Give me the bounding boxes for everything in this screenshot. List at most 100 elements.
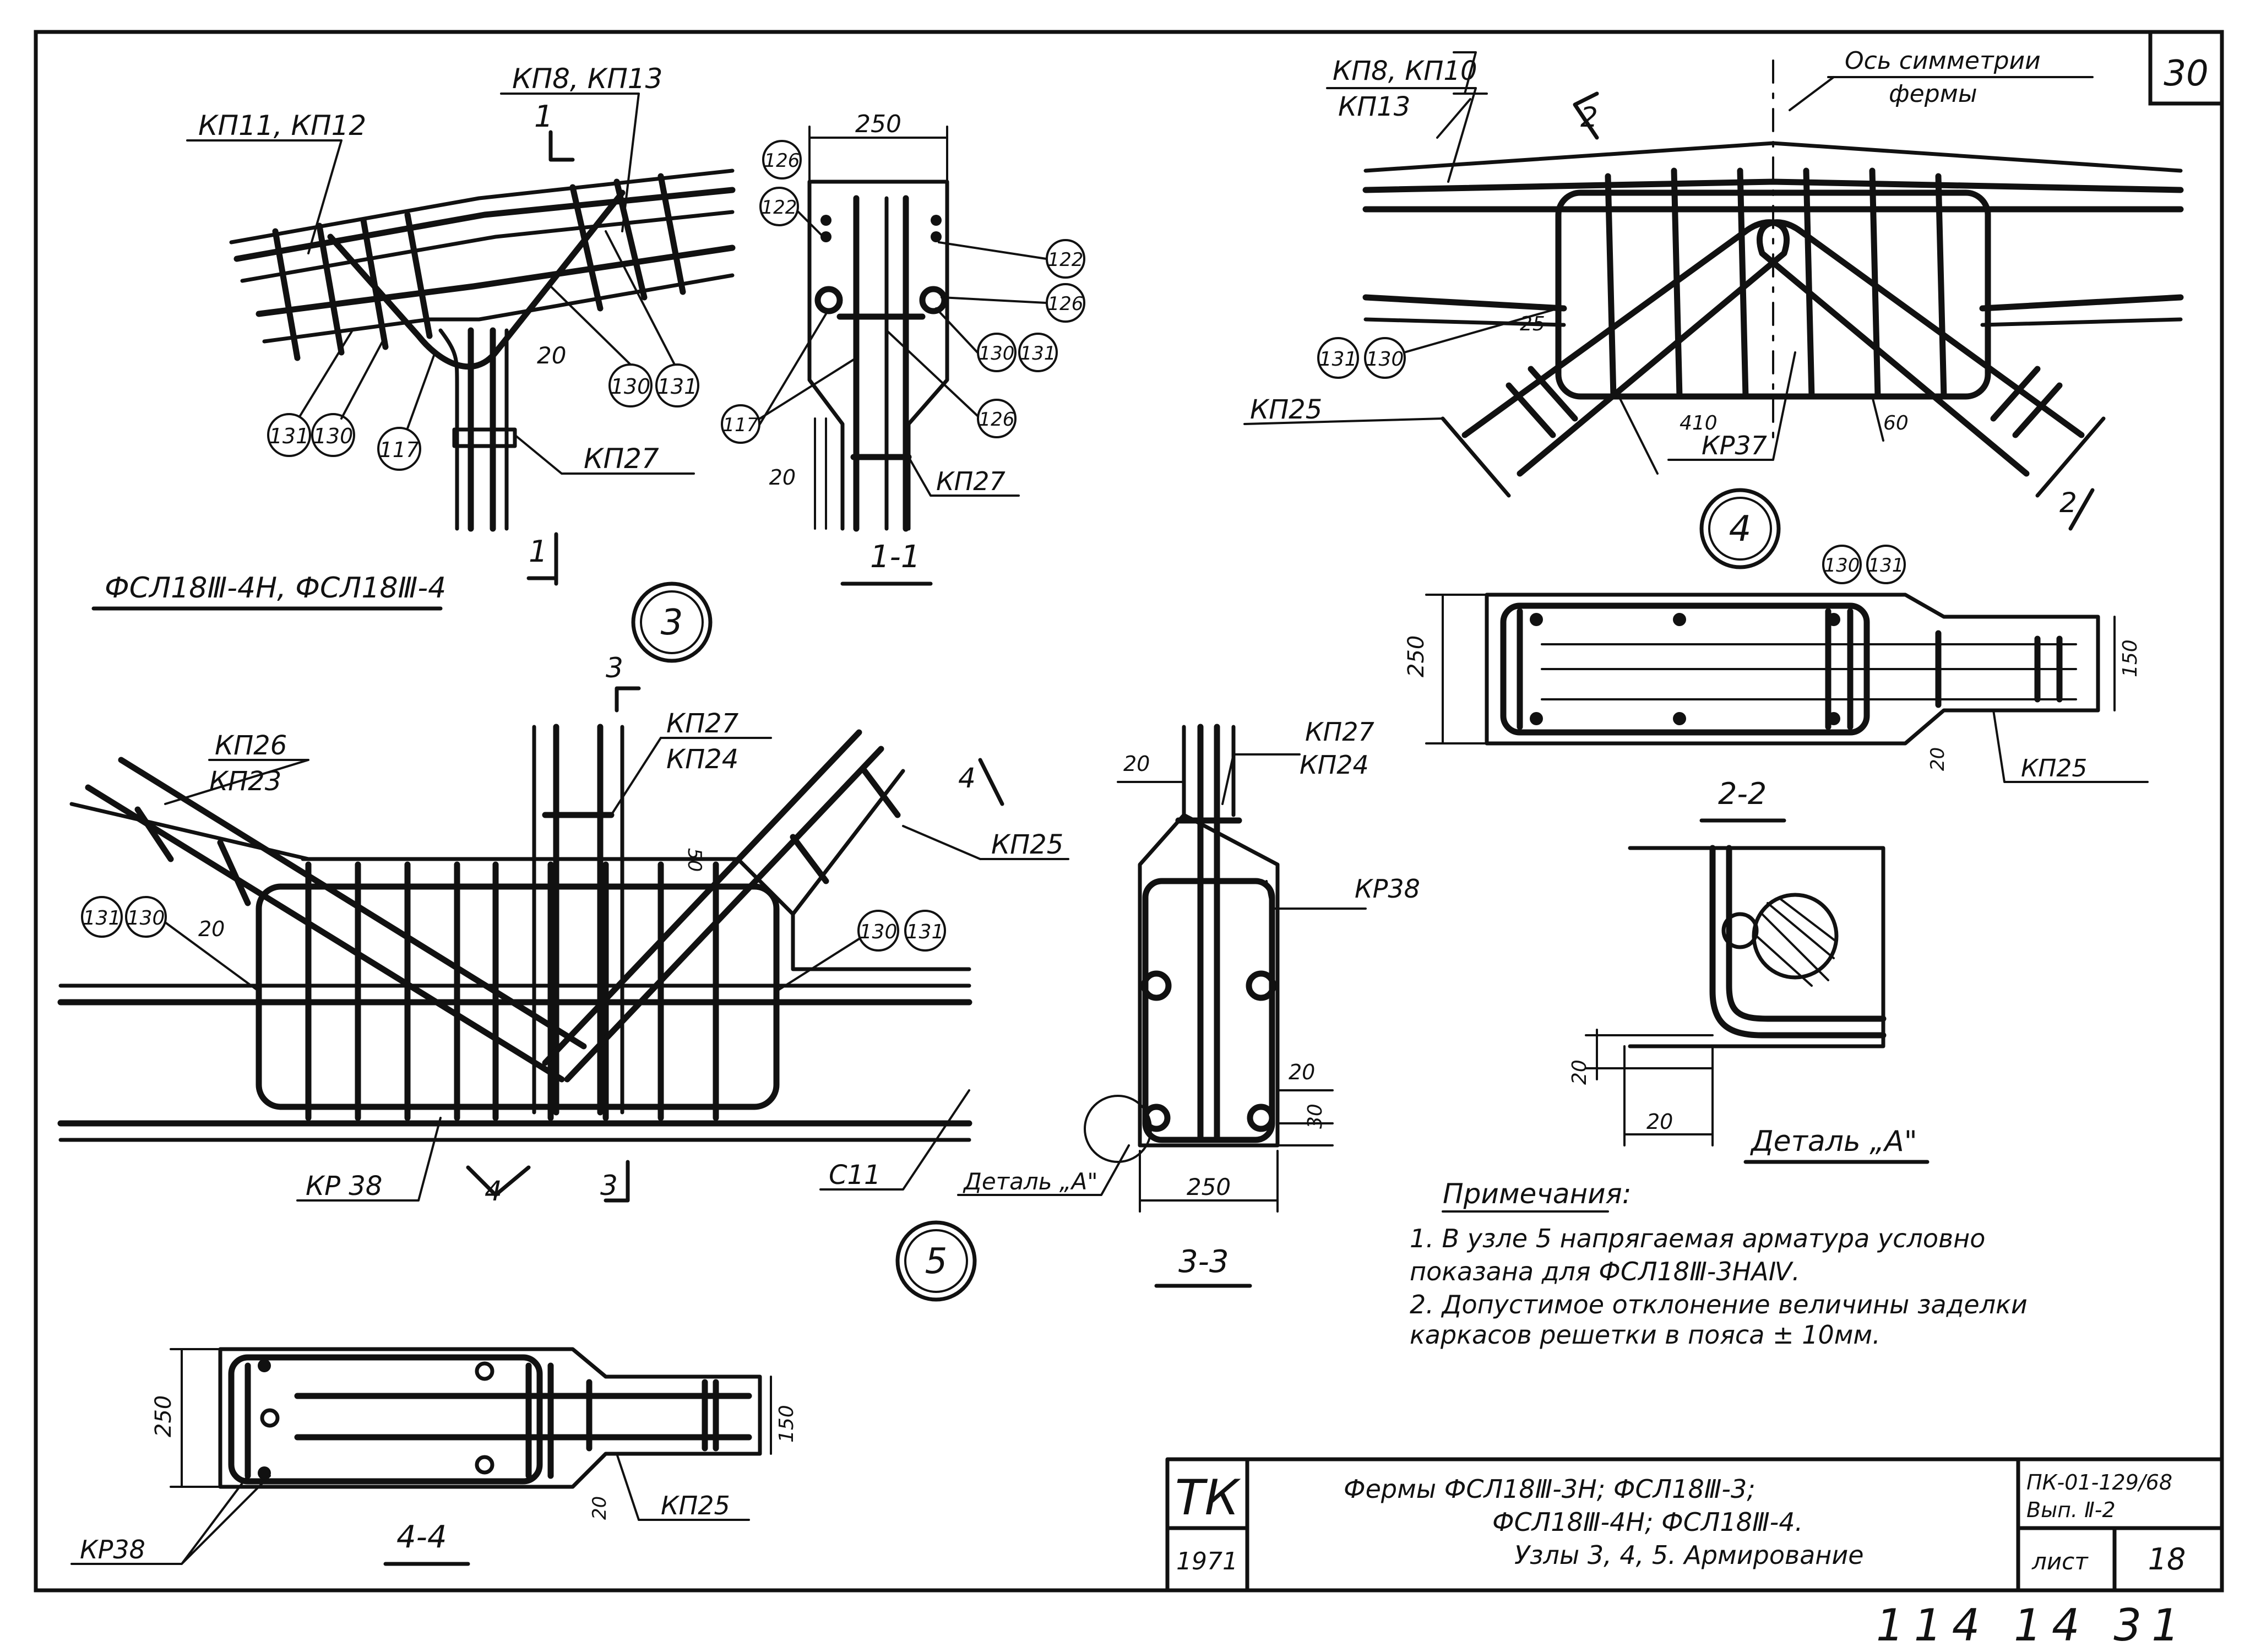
s33-dim-side20: 20 — [1289, 1060, 1315, 1084]
svg-text:5: 5 — [925, 1241, 948, 1282]
node4-label-axis2: фермы — [1889, 80, 1977, 108]
s33-kr38-cage — [1142, 878, 1275, 1143]
detA-dim-20b: 20 — [1646, 1110, 1673, 1134]
node5-diag-clamps — [134, 768, 901, 906]
s44-dot1 — [258, 1359, 271, 1372]
node5-section-mark-3-top: 3 — [606, 652, 623, 684]
node4-label-axis: Ось симметрии — [1845, 47, 2041, 75]
s44-outline — [218, 1347, 762, 1489]
detA-title: Деталь „А" — [1750, 1125, 1917, 1158]
s44-dot3 — [260, 1408, 280, 1428]
node5-leader-kp27 — [610, 737, 772, 816]
s33-bars — [1197, 724, 1220, 1143]
notes-block: Примечания: 1. В узле 5 напрягаемая арма… — [1410, 1178, 2028, 1350]
s11-callout-126c: 126 — [977, 399, 1017, 438]
s22-label-kp25: КП25 — [2021, 754, 2087, 782]
sheet-frame — [34, 30, 2224, 1593]
svg-text:117: 117 — [379, 438, 420, 462]
node5-section-mark-4-top: 4 — [958, 762, 976, 794]
node5-leader-kp25 — [902, 825, 1069, 860]
svg-text:130: 130 — [860, 921, 898, 943]
detA-small-bar — [1721, 912, 1759, 949]
node4-callout-leader — [1403, 307, 1559, 354]
s11-bars-outer — [853, 195, 909, 532]
s33-title: 3-3 — [1178, 1244, 1229, 1280]
node4-right-diagonal — [1756, 219, 2085, 477]
node5-section-arrow-3-top — [615, 686, 641, 713]
s44-verticals — [244, 1362, 719, 1479]
s33-label-kp24: КП24 — [1300, 750, 1369, 780]
node3-section-label-bottom: 1 — [529, 534, 547, 569]
detA-dim-h — [1623, 1045, 1714, 1146]
node5-left-diagonal — [85, 757, 587, 1083]
section-1-1-drawing: 250 20 126 122 122 126 130 131 117 126 К… — [721, 110, 1085, 586]
node4-leader-kp8 — [1436, 51, 1488, 139]
node3-section-label-top: 1 — [534, 99, 553, 134]
s11-callout-117: 117 — [721, 404, 760, 444]
node4-dim-lines — [1618, 395, 1884, 475]
node4-label-kp8: КП8, КП10 — [1333, 56, 1477, 86]
s11-callout-130: 130 — [977, 333, 1017, 372]
title-block-year: 1971 — [1176, 1547, 1238, 1575]
s11-bar-circle-right — [919, 286, 948, 314]
detA-stirrup-inner — [1726, 845, 1887, 1022]
notes-item-2a: 2. Допустимое отклонение величины заделк… — [1410, 1290, 2028, 1319]
node3-dim-20: 20 — [537, 342, 566, 369]
svg-text:130: 130 — [1824, 555, 1860, 577]
node5-number-badge: 5 — [895, 1220, 977, 1302]
s33-dim-width: 250 — [1187, 1173, 1231, 1200]
notes-heading: Примечания: — [1443, 1178, 1632, 1210]
s44-dot5 — [475, 1455, 494, 1475]
s11-callout-126a: 126 — [762, 140, 802, 180]
node3-callout-130b: 130 — [608, 363, 653, 407]
title-block-line1: Фермы ФСЛ18Ⅲ-3Н; ФСЛ18Ⅲ-3; — [1344, 1474, 1756, 1504]
s11-label-kp27: КП27 — [936, 466, 1006, 496]
node3-caption: ФСЛ18Ⅲ-4Н, ФСЛ18Ⅲ-4 — [105, 572, 446, 605]
s11-callout-122a: 122 — [759, 187, 799, 226]
section-2-2-drawing: 250 150 20 КП25 130 131 2-2 — [1404, 545, 2149, 823]
svg-text:131: 131 — [83, 907, 121, 930]
s33-bar-circle-left — [1141, 970, 1172, 1001]
title-block-sheet-value: 18 — [2148, 1542, 2186, 1577]
detA-frame — [1628, 846, 1885, 1048]
page-number-bottom: 114 14 31 — [1876, 1600, 2189, 1651]
s33-leader-detail — [957, 1144, 1130, 1196]
node3-chord-bottom — [262, 273, 735, 344]
s33-label-detail: Деталь „А" — [963, 1168, 1098, 1195]
s11-leaders — [759, 211, 1047, 425]
s44-dim-height-line — [170, 1348, 221, 1488]
s11-dim-20-lines — [814, 417, 827, 530]
node5-label-kp27: КП27 — [666, 708, 739, 739]
s11-bar-circle-left — [814, 286, 843, 314]
node5-callout-130a: 130 — [125, 896, 167, 938]
s44-title: 4-4 — [396, 1519, 447, 1555]
node3-label-kp27: КП27 — [584, 443, 659, 475]
node4-label-kp13: КП13 — [1338, 91, 1410, 122]
s33-detail-circle — [1084, 1095, 1152, 1163]
s22-dim-20: 20 — [1927, 747, 1949, 771]
svg-text:130: 130 — [979, 343, 1015, 365]
node5-callout-130b: 130 — [857, 910, 899, 952]
s33-leader-kp27 — [1221, 753, 1301, 805]
sheet-number-box — [2148, 30, 2224, 106]
s33-bar-circle-bl — [1142, 1104, 1171, 1132]
node4-diag-edges — [1441, 416, 2106, 498]
s11-title: 1-1 — [870, 539, 920, 575]
node3-section-top — [548, 130, 575, 162]
s33-leader-kr38 — [1265, 880, 1367, 910]
node5-leader-kr38 — [296, 1117, 442, 1202]
node5-section-arrow-4-top — [978, 758, 1004, 806]
node3-leader-kp27 — [514, 434, 695, 475]
node3-post-left — [438, 328, 459, 531]
svg-text:130: 130 — [127, 907, 165, 930]
s11-dot3 — [820, 231, 831, 242]
node5-label-kp24: КП24 — [666, 744, 738, 775]
node4-number-badge: 4 — [1699, 488, 1781, 569]
node3-callout-130a: 130 — [311, 413, 355, 457]
detA-dim-v — [1585, 1029, 1714, 1080]
section-3-3-drawing: КП27 КП24 КР38 Деталь „А" 20 20 30 250 3… — [957, 717, 1420, 1288]
node3-chord-bar1 — [233, 187, 736, 262]
node5-callout-131b: 131 — [904, 910, 946, 952]
node3-chord-top — [229, 169, 735, 244]
